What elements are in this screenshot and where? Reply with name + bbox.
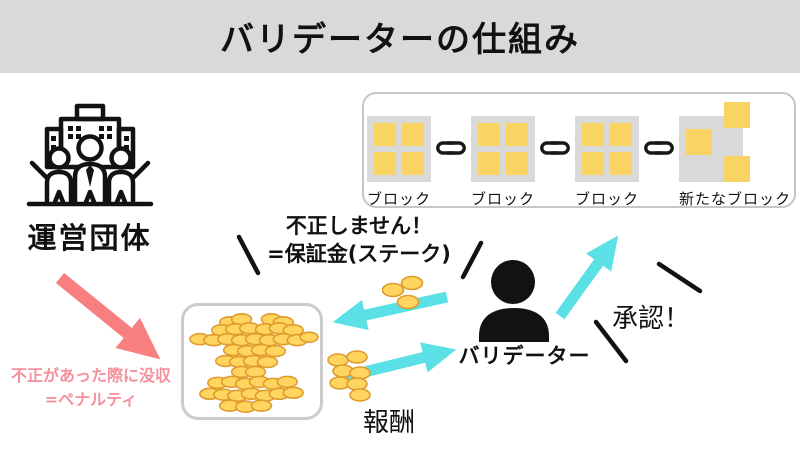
block-icon [575, 116, 639, 182]
block-item: ブロック [366, 116, 431, 209]
block-icon [470, 116, 535, 182]
block-cell [505, 152, 528, 175]
penalty-note: 不正があった際に没収 =ペナルティ [0, 364, 182, 412]
block-cell [686, 129, 713, 155]
block-label: ブロック [366, 190, 431, 208]
block-label: ブロック [575, 190, 640, 208]
chain-link-icon [436, 141, 466, 155]
tie-detail [86, 165, 94, 187]
validator-label: バリデーター [458, 344, 591, 368]
approval-label: 承認！ [612, 304, 691, 334]
approval-arrow [555, 235, 619, 320]
block-cell [582, 123, 604, 146]
reward-label: 報酬 [363, 408, 416, 438]
stake-coins-icon [382, 275, 424, 310]
stake-note-line2: =保証金(ステーク) [267, 241, 451, 266]
validator-icon [479, 260, 549, 342]
penalty-note-line2: =ペナルティ [44, 390, 138, 409]
block-icon [366, 116, 431, 182]
block-cell [373, 152, 396, 175]
block-cell [477, 152, 500, 175]
approval-emphasis-top [656, 261, 703, 294]
page-title: バリデーターの仕組み [220, 20, 580, 60]
coin-pool-panel [181, 303, 323, 420]
blockchain-panel: ブロック ブロック ブロック [362, 92, 796, 208]
stake-note-line1: 不正しません！ [285, 214, 433, 238]
block-item: ブロック [470, 116, 535, 209]
penalty-arrow [55, 272, 161, 360]
reward-coins-icon [327, 350, 371, 402]
new-block-icon [679, 102, 751, 182]
organization-icon [26, 103, 154, 207]
block-item: ブロック [575, 116, 639, 209]
organization-label: 運営団体 [27, 221, 152, 255]
block-cell [582, 152, 604, 175]
block-item-new: 新たなブロック [679, 102, 792, 209]
block-cell [724, 102, 751, 128]
block-cell [401, 123, 424, 146]
block-label: 新たなブロック [679, 190, 792, 208]
block-cell [477, 123, 500, 146]
coin-pile-icon [189, 313, 319, 413]
block-cell [505, 123, 528, 146]
title-banner: バリデーターの仕組み [0, 0, 800, 73]
block-label: ブロック [470, 190, 535, 208]
chain-link-icon [540, 141, 570, 155]
block-cell [610, 152, 632, 175]
block-cell [373, 123, 396, 146]
stake-note: 不正しません！ =保証金(ステーク) [250, 213, 468, 268]
block-cell [401, 152, 424, 175]
chain-link-icon [644, 141, 674, 155]
block-cell [724, 156, 751, 182]
penalty-note-line1: 不正があった際に没収 [10, 366, 171, 385]
block-cell [610, 123, 632, 146]
